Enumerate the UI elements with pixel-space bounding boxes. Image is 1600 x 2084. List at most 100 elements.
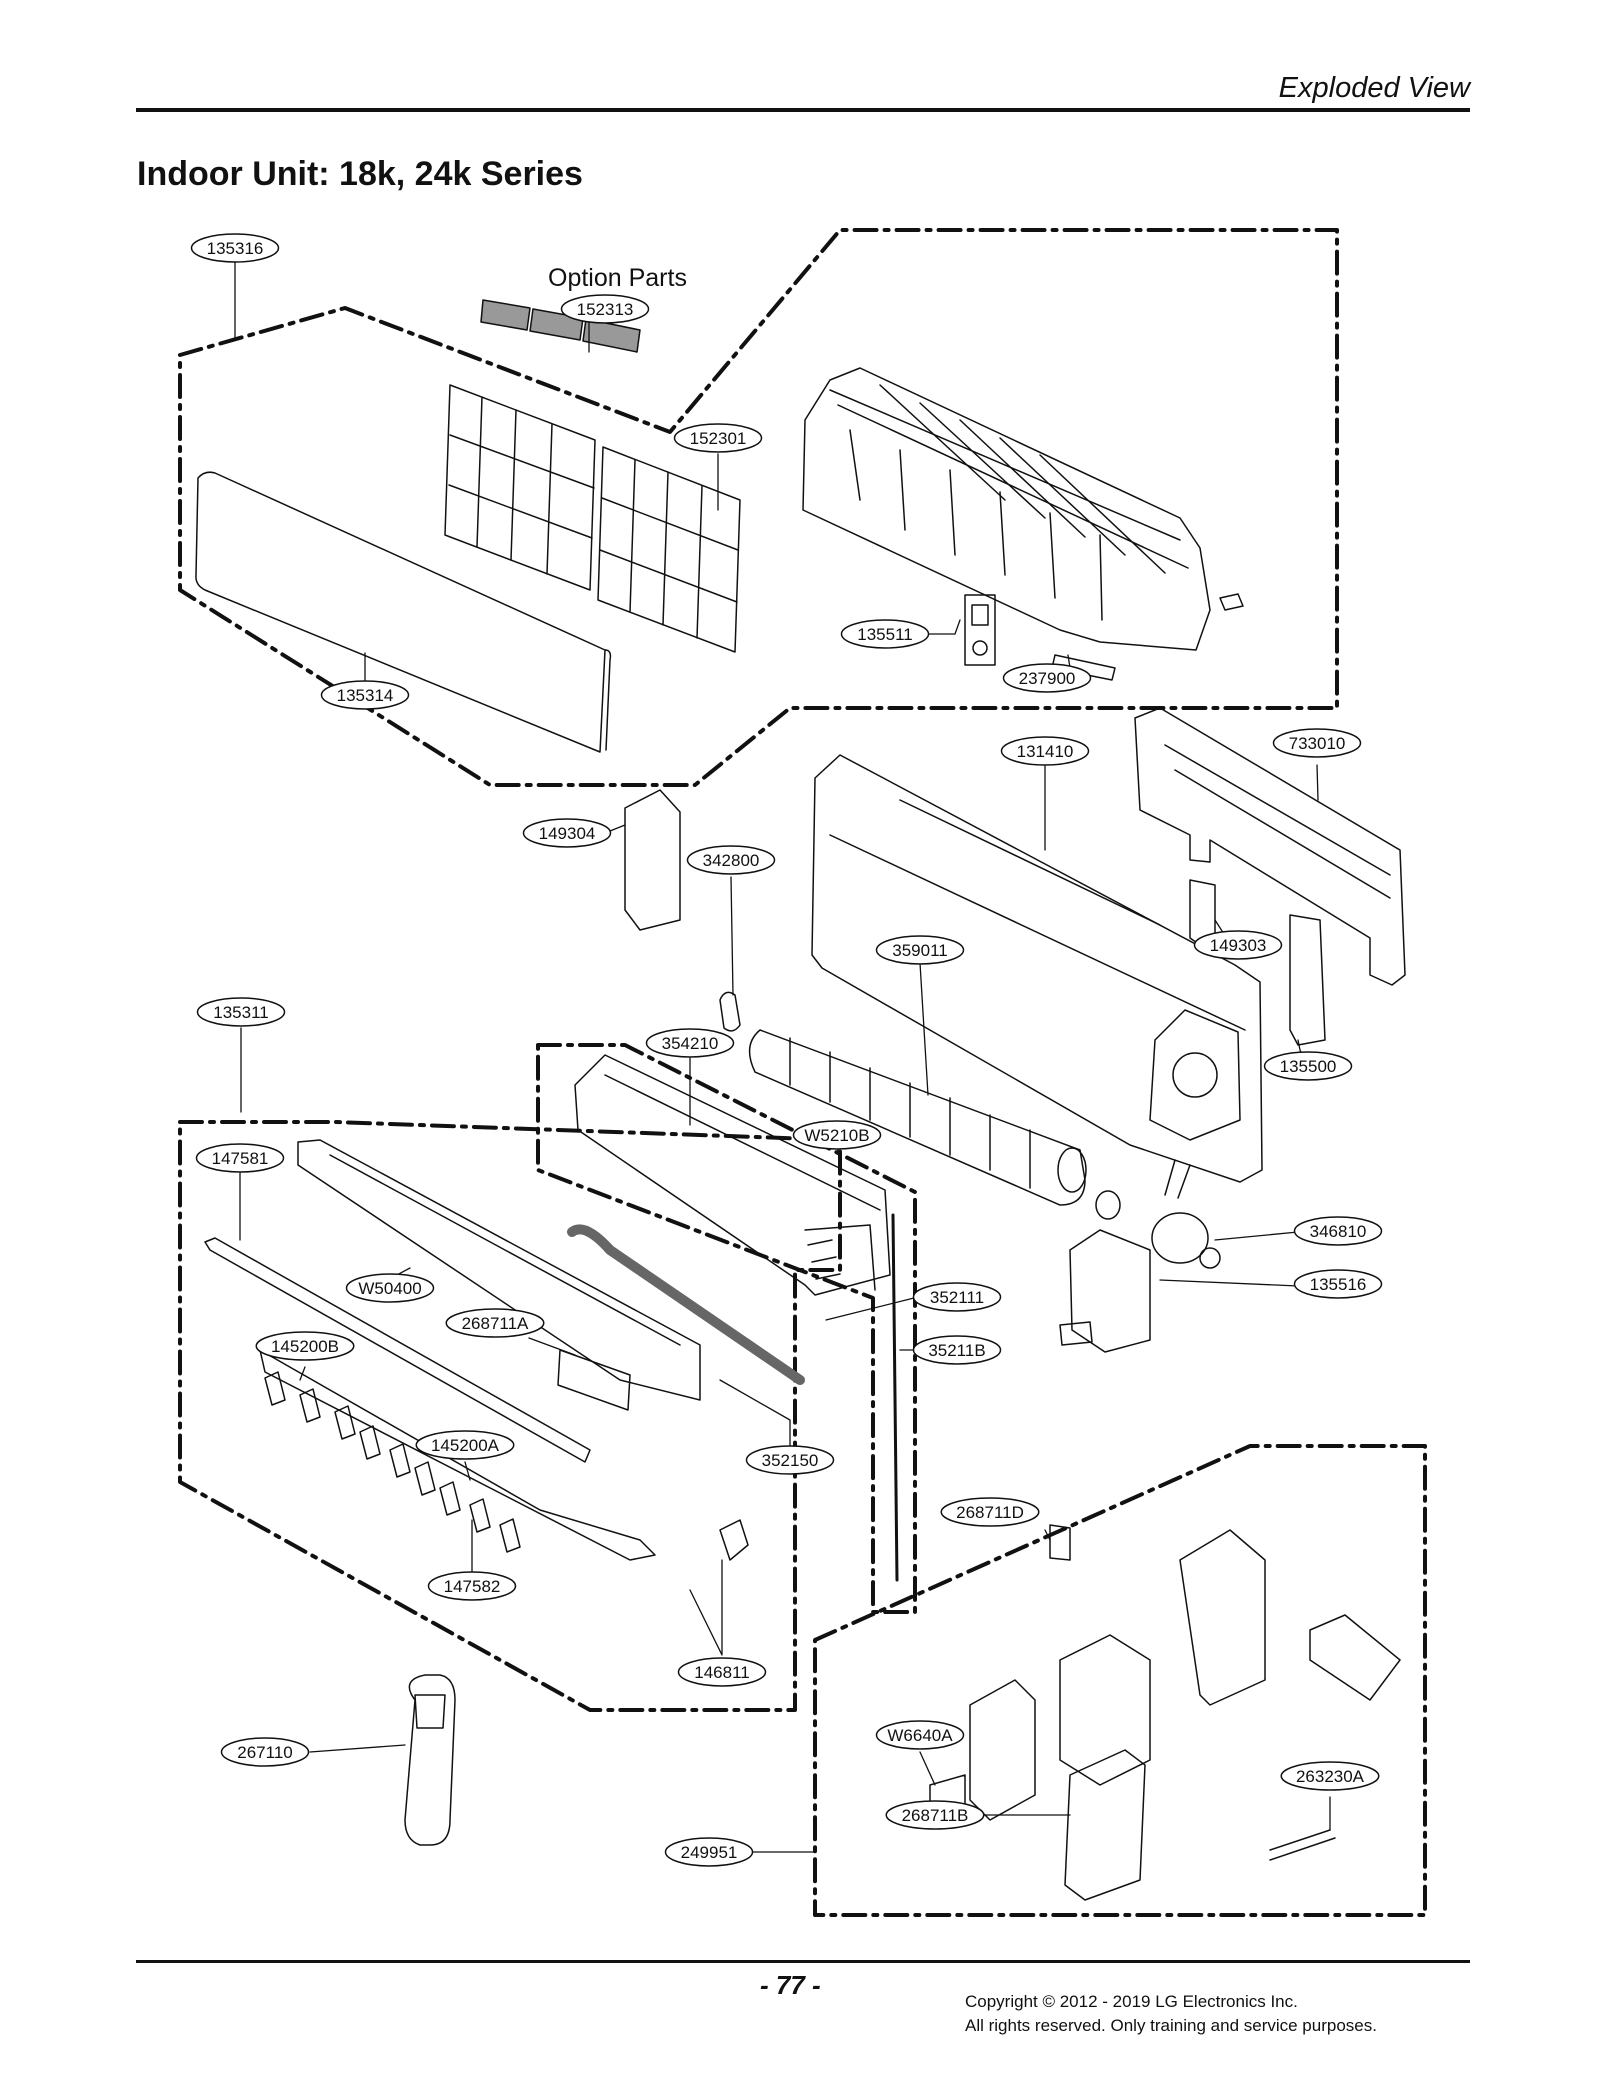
callout-ellipse (885, 1800, 985, 1830)
display-bracket (964, 594, 996, 666)
header-rule (136, 108, 1470, 112)
heat-exchanger-group-boundary (536, 1043, 917, 1614)
control-box-group-boundary (813, 1444, 1427, 1917)
callout-ellipse (912, 1335, 1002, 1365)
step-motor-board (557, 1349, 631, 1411)
leader-lines (234, 261, 1331, 1853)
callout-label: 146811 (694, 1663, 749, 1682)
callout-label: 135500 (1280, 1057, 1337, 1076)
page-heading: Indoor Unit: 18k, 24k Series (137, 155, 583, 193)
part-callout-147582: 147582 (427, 1571, 517, 1601)
air-filter-left (444, 384, 596, 591)
callout-ellipse (1280, 1761, 1380, 1791)
chassis-accessory-group-boundary (178, 1120, 842, 1712)
callout-ellipse (195, 1143, 285, 1173)
refrigerant-pipe (891, 1213, 899, 1582)
callout-ellipse (745, 1445, 835, 1475)
air-filter-right (597, 446, 741, 653)
callout-label: 35211B (928, 1341, 985, 1360)
left-side-bracket (624, 789, 681, 931)
callout-ellipse (320, 680, 410, 710)
part-callout-352150: 352150 (745, 1445, 835, 1475)
part-callout-268711d: 268711D (940, 1497, 1040, 1527)
callout-ellipse (255, 1331, 355, 1361)
callout-label: 147582 (444, 1577, 501, 1596)
fan-motor (1095, 1159, 1221, 1269)
part-callout-135500: 135500 (1263, 1051, 1353, 1081)
callout-ellipse (1293, 1269, 1383, 1299)
drain-hose (567, 1224, 805, 1385)
callout-ellipse (1293, 1216, 1383, 1246)
callout-label: 733010 (1289, 734, 1346, 753)
callout-label: 145200A (431, 1436, 500, 1455)
callout-label: 135316 (207, 239, 264, 258)
part-callout-733010: 733010 (1272, 728, 1362, 758)
part-callout-267110: 267110 (220, 1737, 310, 1767)
lower-housing-rail (259, 1349, 656, 1561)
callout-ellipse (1193, 930, 1283, 960)
cross-flow-fan (748, 1029, 1087, 1206)
callout-label: 135516 (1310, 1275, 1367, 1294)
part-callout-135511: 135511 (840, 619, 930, 649)
part-callout-w50400: W50400 (345, 1273, 435, 1303)
copyright-line-2: All rights reserved. Only training and s… (965, 2016, 1377, 2035)
callout-label: W6640A (887, 1726, 953, 1745)
part-callout-152313: 152313 (560, 294, 650, 324)
main-pcb (1064, 1749, 1146, 1901)
copyright-notice: Copyright © 2012 - 2019 LG Electronics I… (965, 1990, 1377, 2038)
part-callout-237900: 237900 (1002, 663, 1092, 693)
callout-label: 152301 (690, 429, 747, 448)
part-callout-135311: 135311 (196, 997, 286, 1027)
front-panel (195, 471, 612, 753)
copyright-line-1: Copyright © 2012 - 2019 LG Electronics I… (965, 1992, 1298, 2011)
part-callout-131410: 131410 (1000, 736, 1090, 766)
callout-ellipse (220, 1737, 310, 1767)
pcb-shield (969, 1679, 1036, 1821)
callout-label: 263230A (1296, 1767, 1365, 1786)
part-callout-354210: 354210 (645, 1028, 735, 1058)
motor-cover (1069, 1229, 1151, 1353)
motor-clamp (1059, 1321, 1093, 1346)
callout-label: 354210 (662, 1034, 719, 1053)
callout-ellipse (445, 1308, 545, 1338)
heat-exchanger (574, 1054, 891, 1296)
part-callout-249951: 249951 (664, 1837, 754, 1867)
part-callout-152301: 152301 (673, 423, 763, 453)
callout-label: 237900 (1019, 669, 1076, 688)
part-callout-145200b: 145200B (255, 1331, 355, 1361)
callout-label: W5210B (804, 1126, 869, 1145)
callout-ellipse (840, 619, 930, 649)
callout-label: 149303 (1210, 936, 1267, 955)
fuse (1049, 1524, 1071, 1561)
callout-label: 147581 (212, 1149, 269, 1168)
callout-ellipse (196, 997, 286, 1027)
control-box-case (1059, 1634, 1151, 1786)
part-callout-352111: 352111 (912, 1282, 1002, 1312)
horizontal-louvers (264, 1371, 521, 1553)
callout-ellipse (560, 294, 650, 324)
callout-ellipse (686, 845, 776, 875)
callout-ellipse (1002, 663, 1092, 693)
callout-ellipse (190, 233, 280, 263)
callout-label: 267110 (237, 1743, 292, 1762)
callout-ellipse (345, 1273, 435, 1303)
callout-ellipse (664, 1837, 754, 1867)
chassis (811, 754, 1263, 1183)
part-callout-135516: 135516 (1293, 1269, 1383, 1299)
part-callout-346810: 346810 (1293, 1216, 1383, 1246)
callout-ellipse (1000, 736, 1090, 766)
option-parts-label: Option Parts (548, 264, 687, 292)
callout-label: 135311 (213, 1003, 268, 1022)
part-callout-268711b: 268711B (885, 1800, 985, 1830)
callout-ellipse (875, 935, 965, 965)
callout-label: W50400 (358, 1279, 421, 1298)
callout-ellipse (875, 1720, 965, 1750)
callout-label: 145200B (271, 1337, 339, 1356)
piping-holder (1289, 914, 1326, 1046)
callout-label: 352150 (762, 1451, 819, 1470)
part-callout-135316: 135316 (190, 233, 280, 263)
callout-ellipse (792, 1120, 882, 1150)
callout-label: 131410 (1017, 742, 1074, 761)
part-callout-145200a: 145200A (415, 1430, 515, 1460)
